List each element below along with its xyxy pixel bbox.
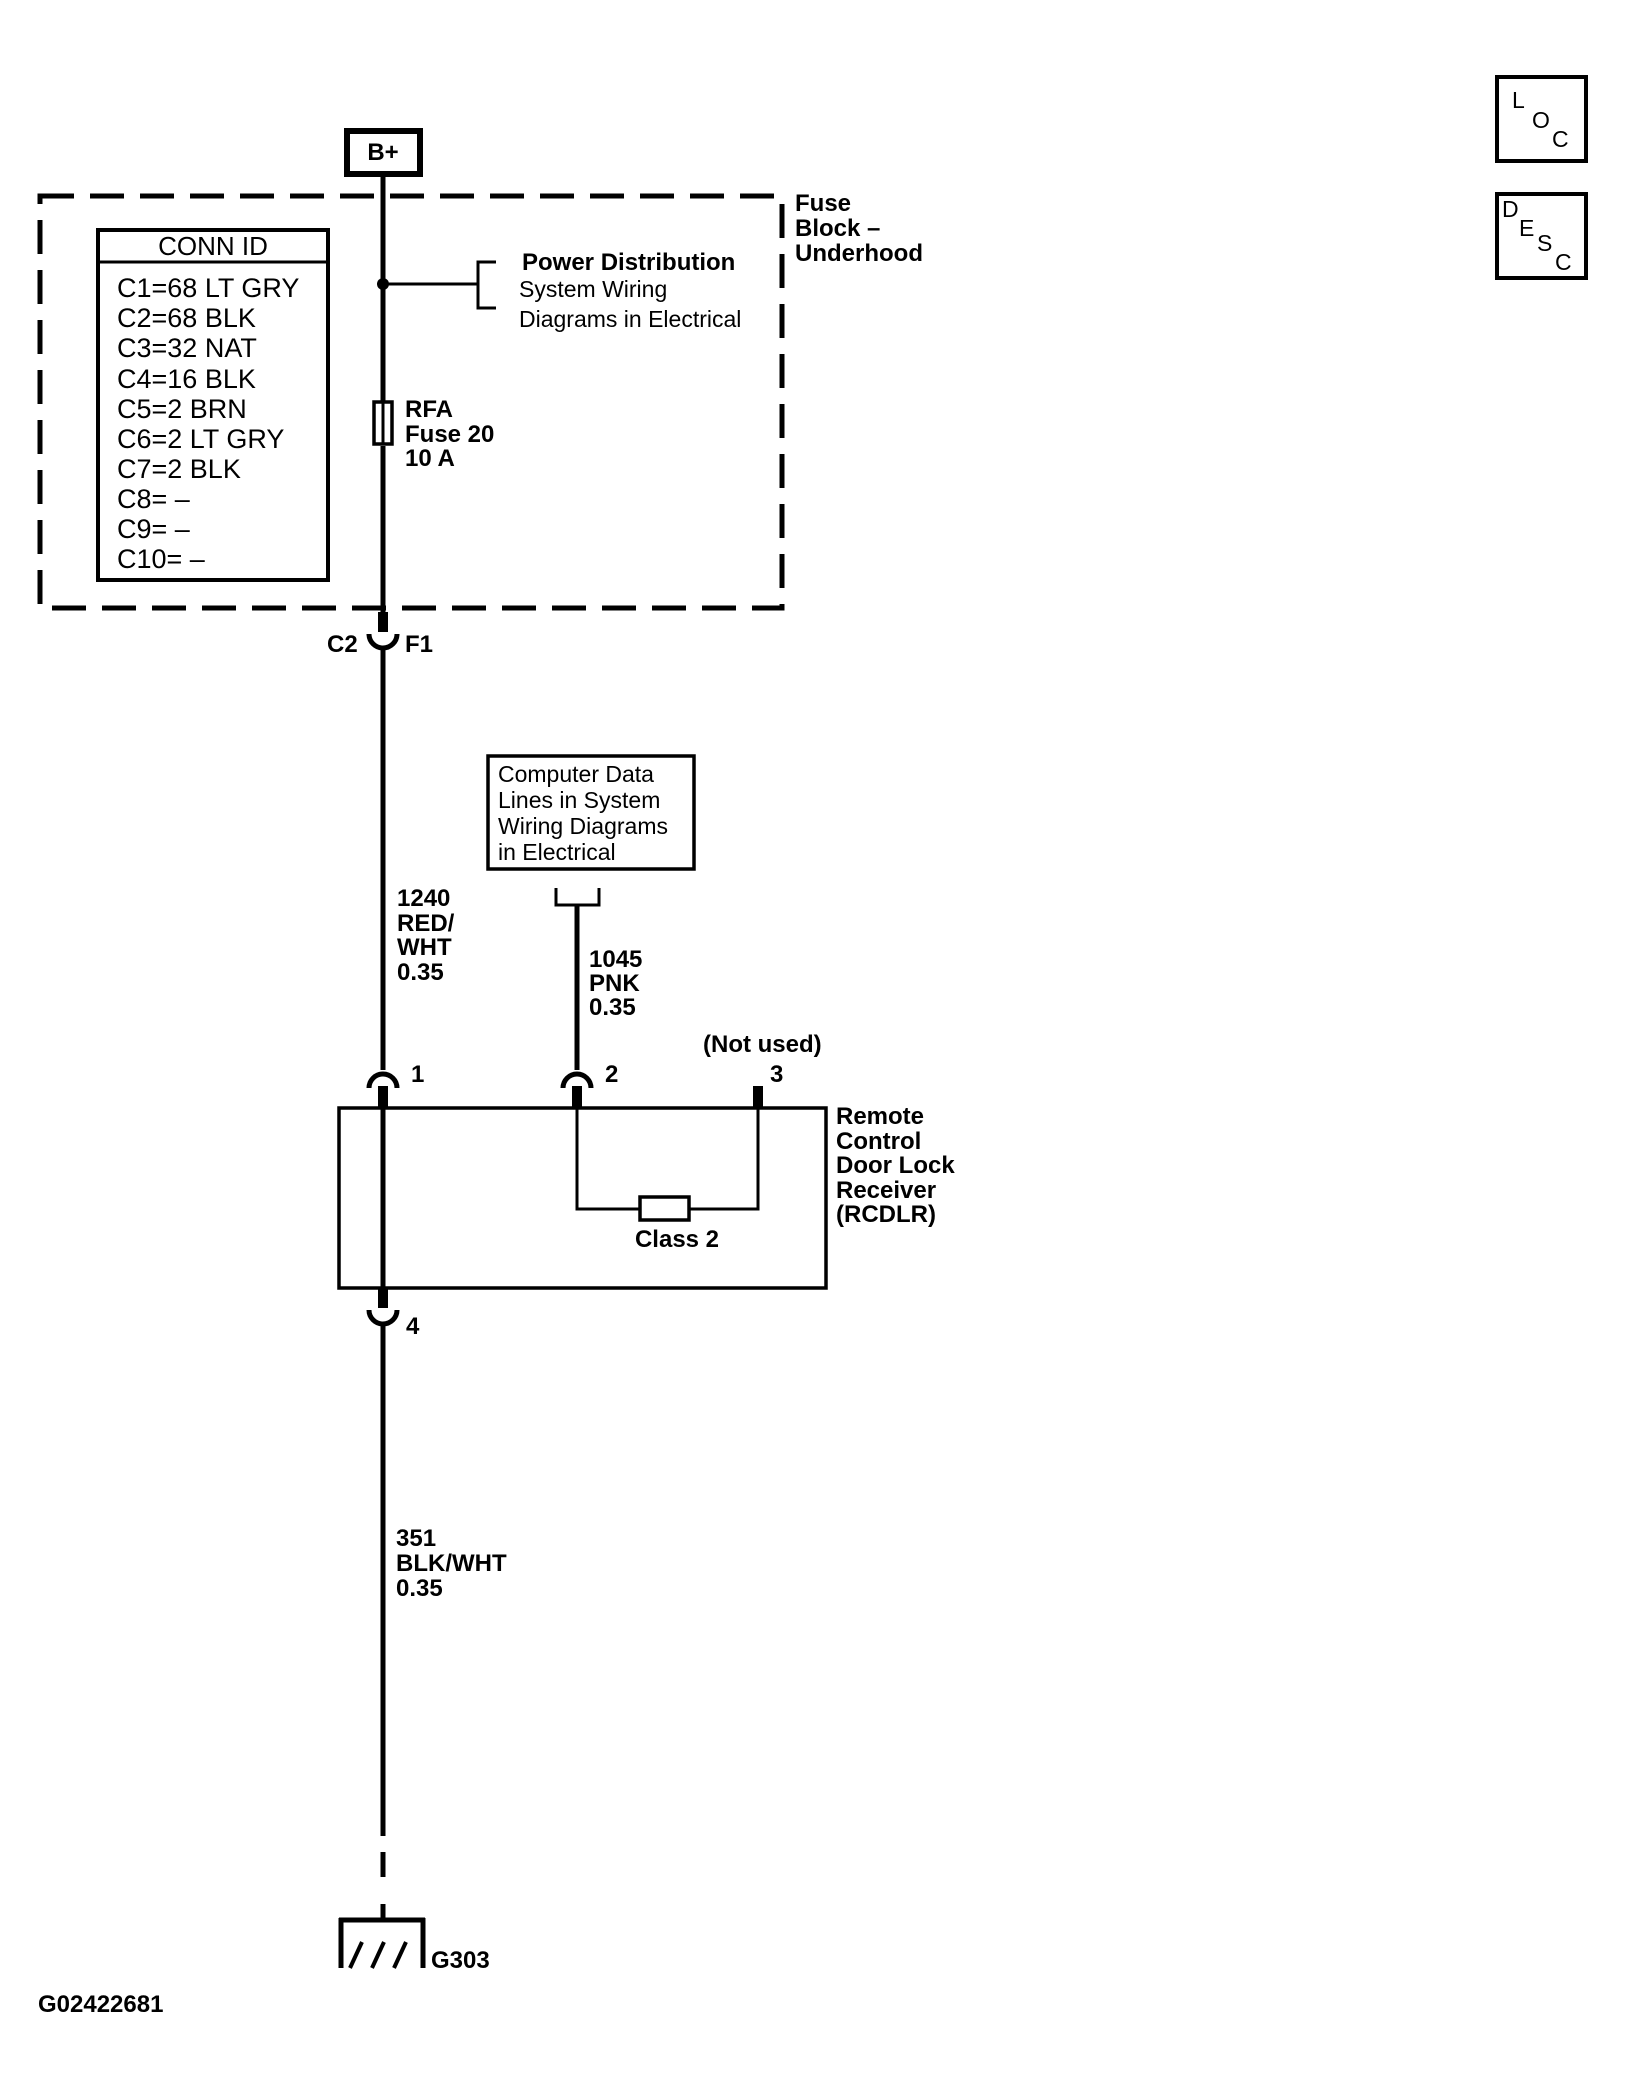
loc-letter-c: C xyxy=(1552,126,1569,152)
pin-2-connector-cup xyxy=(560,1071,594,1089)
conn-id-row: C9= – xyxy=(117,514,190,544)
pin-4-terminal xyxy=(378,1288,388,1308)
not-used-label: (Not used) xyxy=(703,1031,822,1058)
desc-letter-d: D xyxy=(1502,196,1519,222)
desc-button[interactable]: D E S C xyxy=(1495,192,1588,280)
pin-1-label: 1 xyxy=(411,1061,424,1088)
class2-right-lead xyxy=(689,1108,760,1211)
fuse-block-label-line-1: Fuse xyxy=(795,190,851,217)
power-distribution-title: Power Distribution xyxy=(522,249,735,276)
class2-label: Class 2 xyxy=(635,1226,719,1253)
fuse-symbol xyxy=(372,400,394,446)
computer-data-line: Wiring Diagrams xyxy=(498,813,668,839)
conn-id-row: C8= – xyxy=(117,484,190,514)
desc-letter-c: C xyxy=(1555,249,1572,275)
class2-left-lead xyxy=(575,1108,640,1211)
pin-2-terminal xyxy=(572,1086,582,1108)
connector-c2-label: C2 xyxy=(327,631,358,658)
rcdlr-label-line: Control xyxy=(836,1128,921,1155)
desc-letter-s: S xyxy=(1537,230,1552,256)
pin-3-label: 3 xyxy=(770,1061,783,1088)
fuse-label: RFA Fuse 20 10 A xyxy=(405,396,494,472)
rcdlr-module xyxy=(337,1106,828,1290)
conn-id-row: C1=68 LT GRY xyxy=(117,273,299,303)
pin-1-terminal xyxy=(378,1086,388,1108)
wire-1240-label: 1240 RED/ WHT 0.35 xyxy=(397,885,455,986)
computer-data-line: Lines in System xyxy=(498,787,660,813)
wire-351-line: 351 xyxy=(396,1525,436,1552)
conn-id-header: CONN ID xyxy=(158,231,268,261)
wire-1240-line: 1240 xyxy=(397,885,450,912)
fuse-block-outline xyxy=(37,193,785,611)
wire-1045-label: 1045 PNK 0.35 xyxy=(589,946,642,1021)
wire-351-line: 0.35 xyxy=(396,1575,443,1602)
pin-4-label: 4 xyxy=(406,1313,420,1340)
rcdlr-label-line: Receiver xyxy=(836,1177,936,1204)
loc-button[interactable]: L O C xyxy=(1495,75,1588,163)
rcdlr-label-line: Remote xyxy=(836,1103,924,1130)
wire-1045-line: 1045 xyxy=(589,946,642,973)
conn-id-table: CONN ID C1=68 LT GRY C2=68 BLK C3=32 NAT… xyxy=(96,228,330,582)
conn-id-row: C4=16 BLK xyxy=(117,364,256,394)
fuse-block-label-line-2: Block – xyxy=(795,215,880,242)
conn-id-row: C6=2 LT GRY xyxy=(117,424,284,454)
wire-351-label: 351 BLK/WHT 0.35 xyxy=(396,1525,507,1602)
computer-data-line: in Electrical xyxy=(498,839,616,865)
conn-id-row: C10= – xyxy=(117,544,205,574)
loc-letter-o: O xyxy=(1532,107,1550,133)
wire-1240-line: WHT xyxy=(397,934,452,961)
fuse-label-line-1: RFA xyxy=(405,396,453,423)
fuse-label-line-2: Fuse 20 xyxy=(405,421,494,448)
power-distribution-line: System Wiring xyxy=(519,276,667,302)
pin-4-connector-cup xyxy=(366,1309,400,1327)
connector-f1-label: F1 xyxy=(405,631,433,658)
conn-id-row: C5=2 BRN xyxy=(117,394,247,424)
rcdlr-label-line: Door Lock xyxy=(836,1152,955,1179)
figure-id: G02422681 xyxy=(38,1991,163,2018)
pin-3-terminal xyxy=(753,1086,763,1108)
loc-letter-l: L xyxy=(1512,87,1525,113)
pin-2-label: 2 xyxy=(605,1061,618,1088)
ground-label: G303 xyxy=(431,1947,490,1974)
ground-icon xyxy=(338,1904,426,1969)
rcdlr-label-line: (RCDLR) xyxy=(836,1201,936,1228)
rcdlr-label: Remote Control Door Lock Receiver (RCDLR… xyxy=(836,1103,955,1228)
c2-connector-pin xyxy=(378,612,388,632)
power-distribution-reference[interactable]: Power Distribution System Wiring Diagram… xyxy=(519,249,741,332)
conn-id-row: C7=2 BLK xyxy=(117,454,241,484)
computer-data-lines-reference[interactable]: Computer Data Lines in System Wiring Dia… xyxy=(486,754,696,871)
c2-connector-cup xyxy=(366,633,400,651)
wire-1045-line: 0.35 xyxy=(589,994,636,1021)
class2-element xyxy=(638,1195,691,1222)
wire-1240-line: 0.35 xyxy=(397,959,444,986)
conn-id-row: C3=32 NAT xyxy=(117,333,257,363)
wire-1240-line: RED/ xyxy=(397,910,455,937)
computer-data-bracket xyxy=(554,888,601,907)
computer-data-line: Computer Data xyxy=(498,761,654,787)
power-distribution-line: Diagrams in Electrical xyxy=(519,306,741,332)
fuse-label-line-3: 10 A xyxy=(405,445,455,472)
power-distribution-bracket xyxy=(476,260,496,310)
fuse-block-label-line-3: Underhood xyxy=(795,240,923,267)
wire-1045-line: PNK xyxy=(589,970,640,997)
desc-letter-e: E xyxy=(1519,215,1534,241)
b-plus-power-source: B+ xyxy=(344,128,423,177)
wire-351-line: BLK/WHT xyxy=(396,1550,507,1577)
pin-1-connector-cup xyxy=(366,1071,400,1089)
b-plus-label: B+ xyxy=(367,139,398,166)
fuse-block-label: Fuse Block – Underhood xyxy=(795,190,923,267)
conn-id-row: C2=68 BLK xyxy=(117,303,256,333)
